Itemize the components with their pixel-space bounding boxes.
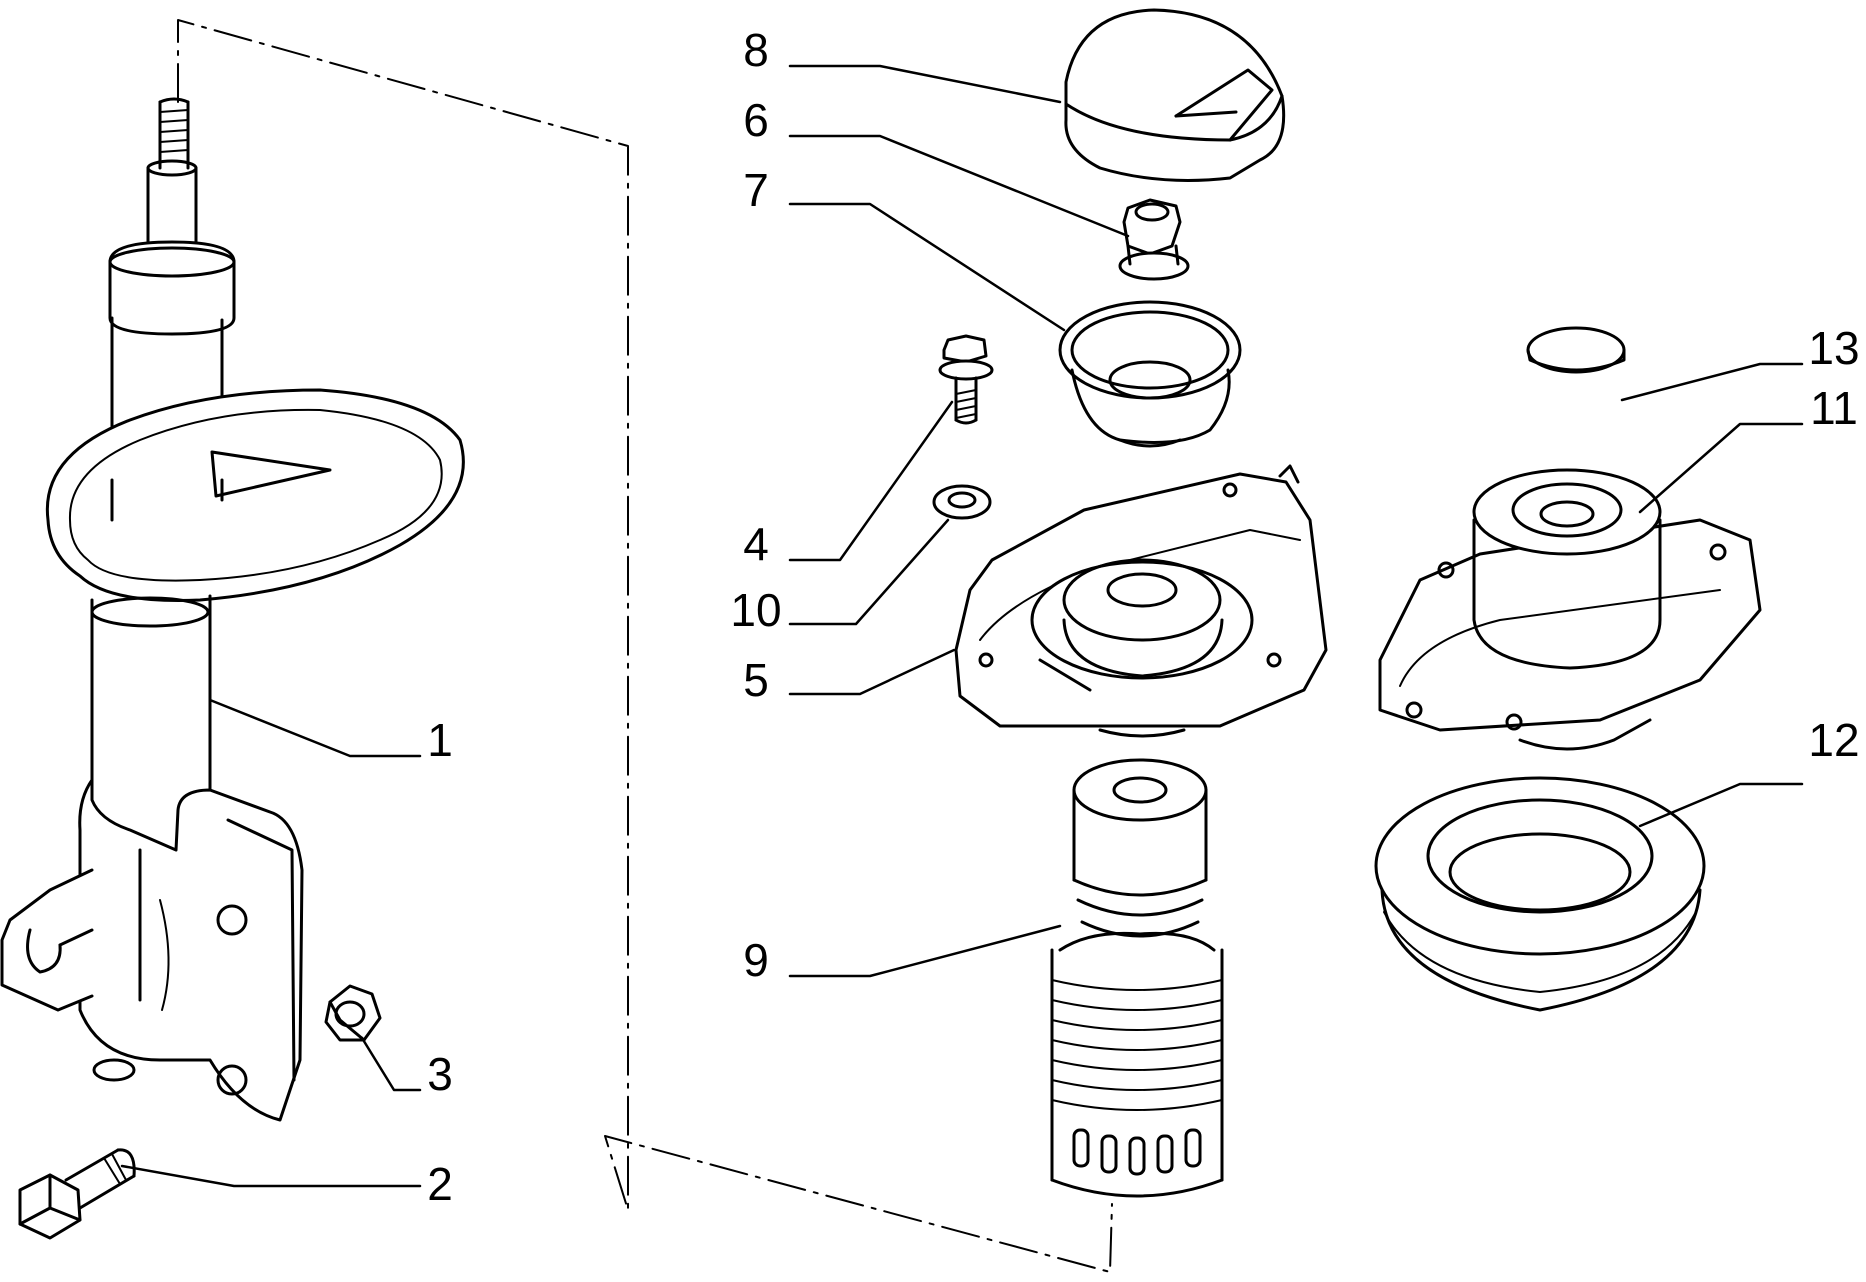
dust-cap[interactable] — [1064, 8, 1286, 182]
callout-label-4: 4 — [743, 518, 769, 570]
callout-label-10: 10 — [730, 584, 781, 636]
flange-nut[interactable] — [1118, 198, 1190, 281]
washer[interactable] — [932, 484, 992, 520]
alternative-strut-mount[interactable] — [1378, 468, 1762, 751]
plug[interactable] — [1526, 326, 1626, 374]
callout-label-5: 5 — [743, 654, 769, 706]
callout-label-7: 7 — [743, 164, 769, 216]
callout-label-2: 2 — [427, 1158, 453, 1210]
bump-stop-boot[interactable] — [1050, 758, 1224, 1198]
upper-strut-mount[interactable] — [954, 464, 1328, 738]
callout-label-12: 12 — [1808, 714, 1859, 766]
callout-label-9: 9 — [743, 934, 769, 986]
callout-label-6: 6 — [743, 94, 769, 146]
callout-label-13: 13 — [1808, 322, 1859, 374]
bearing-cup[interactable] — [1058, 300, 1242, 448]
assembly-reference-line — [177, 19, 1113, 1273]
nut[interactable] — [324, 984, 382, 1042]
shock-absorber-strut[interactable] — [0, 97, 465, 1122]
callout-labels: 8 6 7 4 10 5 9 13 11 12 1 3 2 — [427, 24, 1859, 1210]
callout-label-1: 1 — [427, 714, 453, 766]
callout-label-3: 3 — [427, 1048, 453, 1100]
callout-label-11: 11 — [1810, 382, 1858, 434]
bolt[interactable] — [18, 1148, 136, 1240]
screw[interactable] — [938, 334, 994, 425]
bearing-ring[interactable] — [1374, 776, 1706, 1012]
callout-label-8: 8 — [743, 24, 769, 76]
leader-lines — [120, 64, 1804, 1188]
